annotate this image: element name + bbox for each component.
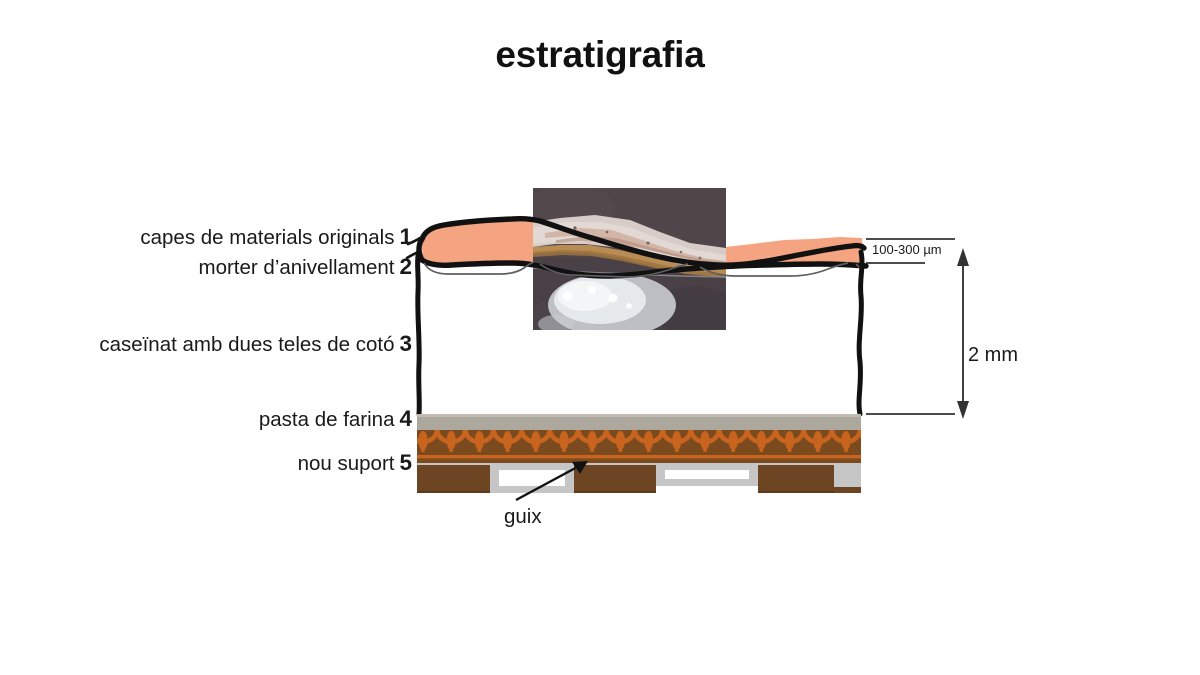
layer-new-support [417,430,861,493]
layer-label-3-text: caseïnat amb dues teles de cotó [99,333,395,356]
layer-label-1-number: 1 [399,224,412,249]
layer-label-2-text: morter d’anivellament [198,256,395,279]
layer-label-4-text: pasta de farina [258,408,395,431]
layer-label-5-number: 5 [399,450,412,475]
dimension-side-label: 2 mm [968,344,1018,366]
layer3-brace-lines [415,247,865,417]
layer-label-2-number: 2 [399,254,412,279]
guix-callout-arrow [515,461,588,502]
dimension-top-label: 100-300 µm [872,242,942,257]
label-brace-hooks [405,236,422,260]
page-title: estratigrafia [495,34,705,75]
dimension-total-thickness [866,248,969,419]
layer-label-1-text: capes de materials originals [140,226,395,249]
guix-annotation-label: guix [504,505,542,528]
layer-flour-paste [417,414,861,430]
layer-label-5-text: nou suport [297,452,395,475]
layer-label-4-number: 4 [399,406,412,431]
layer-label-3-number: 3 [399,331,412,356]
layer-leveling-mortar [423,261,863,278]
dimension-top-thickness [866,238,955,264]
micrograph-photo [533,188,726,330]
